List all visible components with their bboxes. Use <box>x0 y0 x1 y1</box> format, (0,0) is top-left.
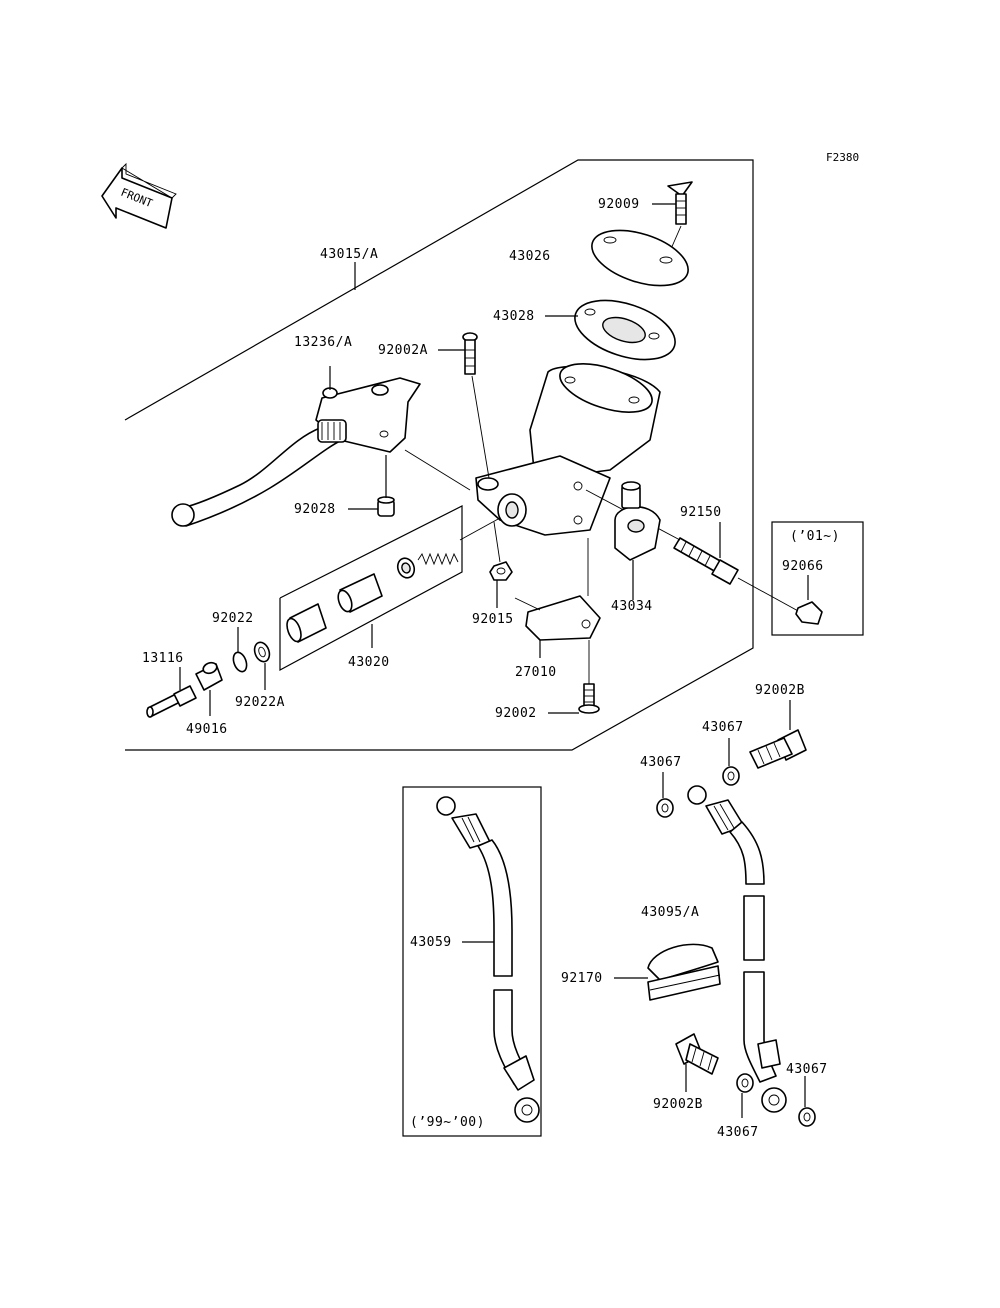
bolt-92150 <box>673 537 739 585</box>
label-43020: 43020 <box>348 655 390 670</box>
pushrod-13116 <box>146 685 197 718</box>
label-43095A: 43095/A <box>641 905 699 920</box>
banjo-bolt-92002B-top <box>749 729 807 769</box>
reservoir-cap-43026 <box>591 229 689 287</box>
collar-92028 <box>377 496 395 517</box>
label-43059: 43059 <box>410 935 452 950</box>
label-13116: 13116 <box>142 651 184 666</box>
label-49016: 49016 <box>186 722 228 737</box>
front-arrow-icon: FRONT <box>101 162 177 229</box>
hose-clamp-92170 <box>647 943 721 1001</box>
label-43034: 43034 <box>611 599 653 614</box>
master-cylinder-frame <box>124 159 754 751</box>
cap-92066 <box>795 601 823 625</box>
screw-92009 <box>667 181 693 225</box>
diaphragm-43028 <box>574 299 676 361</box>
nut-92015 <box>489 561 513 581</box>
label-92022: 92022 <box>212 611 254 626</box>
hose-99-00-box <box>402 786 542 1137</box>
clamp-43034 <box>614 481 661 561</box>
label-92002A: 92002A <box>378 343 428 358</box>
label-43067-c: 43067 <box>717 1125 759 1140</box>
boot-49016 <box>195 661 223 691</box>
label-92170: 92170 <box>561 971 603 986</box>
label-27010: 27010 <box>515 665 557 680</box>
label-92015: 92015 <box>472 612 514 627</box>
note-01: (’01~) <box>790 529 840 544</box>
label-92002: 92002 <box>495 706 537 721</box>
label-43015A: 43015/A <box>320 247 378 262</box>
washer-43067-d <box>798 1107 816 1127</box>
label-43026: 43026 <box>509 249 551 264</box>
piston-kit-43020 <box>286 552 459 643</box>
label-92150: 92150 <box>680 505 722 520</box>
washer-43067-c <box>736 1073 754 1093</box>
brake-hose-43059 <box>436 796 540 1123</box>
label-43067-a: 43067 <box>702 720 744 735</box>
label-43067-b: 43067 <box>640 755 682 770</box>
washer-43067-a <box>722 766 740 786</box>
switch-27010 <box>514 595 601 641</box>
master-cylinder-body <box>475 363 661 536</box>
washer-92022A <box>253 641 271 663</box>
label-92002B-top: 92002B <box>755 683 805 698</box>
label-92022A: 92022A <box>235 695 285 710</box>
piston-kit-bracket <box>279 505 463 672</box>
brake-hose-right <box>687 785 787 1113</box>
label-92002B-bottom: 92002B <box>653 1097 703 1112</box>
circlip-92022 <box>232 651 248 673</box>
washer-43067-b <box>656 798 674 818</box>
screw-92002A <box>462 332 478 375</box>
label-13236A: 13236/A <box>294 335 352 350</box>
note-99-00: (’99~’00) <box>410 1115 485 1130</box>
label-92066: 92066 <box>782 559 824 574</box>
note-01-box <box>771 521 864 636</box>
figure-code: F2380 <box>826 151 859 164</box>
screw-92002 <box>578 683 600 714</box>
label-43067-d: 43067 <box>786 1062 828 1077</box>
banjo-bolt-92002B-bottom <box>675 1033 719 1075</box>
label-92009: 92009 <box>598 197 640 212</box>
label-43028: 43028 <box>493 309 535 324</box>
label-92028: 92028 <box>294 502 336 517</box>
